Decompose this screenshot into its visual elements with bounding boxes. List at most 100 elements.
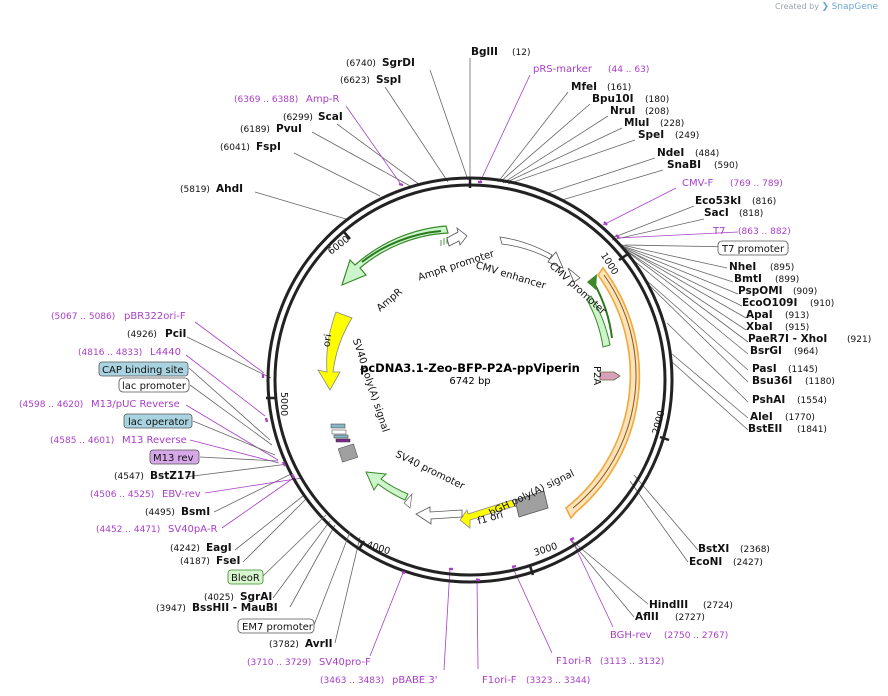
enzyme-mlui: MluI [624,117,649,129]
primer-l4440-pos: (4816 .. 4833) [78,348,142,358]
primer-ebv-rev-pos: (4506 .. 4525) [90,490,154,500]
primer-f1ori-r: F1ori-R [556,656,592,667]
enzyme-eco53ki: Eco53kI [695,195,741,207]
primer-t7: T7 [712,226,725,237]
bleor-box: BleoR [231,573,260,584]
plasmid-size: 6742 bp [449,376,490,387]
primer-sv40pa-r: SV40pA-R [168,524,217,535]
sv40-promoter-outline-arrow [415,506,463,525]
primer-f1ori-r-pos: (3113 .. 3132) [600,657,664,667]
primer-cmv-f: CMV-F [682,178,713,189]
ampr-promoter-arrow [446,226,468,247]
ppviperin-arrow [564,266,641,520]
enzyme-xbai: XbaI [746,321,773,333]
sv40-polya-label: SV40 poly(A) signal [350,337,391,433]
sv40-promoter-label: SV40 promoter [393,449,466,492]
primer-m13-puc-reverse-pos: (4598 .. 4620) [19,400,83,410]
bleor-small-box [337,443,359,463]
enzyme-nhei-pos: (895) [770,263,794,273]
lac-operator-box: lac operator [128,417,189,428]
enzyme-pvui: PvuI [276,123,302,135]
primer-sv40pa-r-pos: (4452 .. 4471) [96,525,160,535]
enzyme-ecoo109i: EcoO109I [742,297,797,309]
enzyme-bsmi: BsmI [181,506,210,518]
primer-pbabe3: pBABE 3' [392,675,438,686]
snapgene-brand: SnapGene [831,2,878,12]
enzyme-eagi: EagI [206,542,232,554]
enzyme-bstz17i: BstZ17I [150,470,195,482]
primer-ebv-rev: EBV-rev [162,489,201,500]
primer-bgh-rev-pos: (2750 .. 2767) [664,631,728,641]
enzyme-bmti: BmtI [734,273,762,285]
enzyme-fspi-pos: (6041) [220,143,250,153]
cap-site-mark [330,423,346,429]
enzyme-pshai: PshAI [752,394,785,406]
enzyme-nhei: NheI [729,261,756,273]
enzyme-sgrai: SgrAI [240,591,272,603]
m13-rev-box: M13 rev [153,453,194,464]
enzyme-bstz17i-pos: (4547) [114,472,144,482]
enzyme-bsshii-pos: (3947) [156,604,186,614]
primer-sv40pro-f-pos: (3710 .. 3729) [247,658,311,668]
em7-promoter-box: EM7 promoter [242,622,314,633]
enzyme-pasi-pos: (1145) [788,365,818,375]
enzyme-pspomi-pos: (909) [793,287,817,297]
enzyme-hindiii-pos: (2724) [703,601,733,611]
snapgene-watermark: Created by ❯ SnapGene [775,2,878,12]
primer-prs-marker: pRS-marker [533,64,593,75]
enzyme-hindiii: HindIII [649,599,688,611]
enzyme-aflii: AflII [635,611,659,623]
enzyme-ecoo109i-pos: (910) [810,299,834,309]
enzyme-scai-pos: (6299) [283,113,313,123]
lac-promoter-box: lac promoter [122,381,187,392]
enzyme-pasi: PasI [752,363,777,375]
primer-f1ori-f: F1ori-F [482,675,517,686]
enzyme-pcii: PciI [165,328,186,340]
cmv-promoter-arrow [567,267,581,283]
enzyme-apai: ApaI [746,309,773,321]
primer-bgh-rev: BGH-rev [610,630,652,641]
enzyme-bpu10i: Bpu10I [592,93,634,105]
enzyme-bsrgi-pos: (964) [794,347,818,357]
enzyme-econi: EcoNI [689,556,722,568]
enzyme-apai-pos: (913) [785,311,809,321]
feature-labels: CMV enhancer CMV promoter AmpR promoter … [322,248,609,527]
enzyme-ahdi-pos: (5819) [180,185,210,195]
primer-t7-pos: (863 .. 882) [738,227,791,237]
enzyme-ndei: NdeI [657,147,684,159]
primer-pbr322ori-f-pos: (5067 .. 5086) [51,312,115,322]
ori-label: ori [322,333,335,347]
enzyme-saci-pos: (818) [739,209,763,219]
cmv-promoter-label: CMV promoter [547,261,609,318]
enzyme-paer7i-xhoi: PaeR7I - XhoI [748,333,827,345]
enzyme-bstxi-pos: (2368) [740,545,770,555]
tick-labels: 1000 2000 3000 4000 5000 6000 [278,234,667,559]
enzyme-ahdi: AhdI [216,183,243,195]
created-by-label: Created by [774,2,819,11]
sv40-promoter-arrow [365,471,409,501]
primer-amp-r: Amp-R [306,94,340,105]
primer-prs-marker-pos: (44 .. 63) [608,65,649,75]
primer-leader-lines [185,74,739,671]
bgh-box [514,490,549,518]
enzyme-bsteii-pos: (1841) [797,425,827,435]
features [317,225,641,529]
enzyme-pshai-pos: (1554) [797,396,827,406]
boxed-labels: T7 promoter CAP binding site lac promote… [98,240,790,634]
primer-cmv-f-pos: (769 .. 789) [730,179,783,189]
snapgene-logo-icon: ❯ [821,2,830,12]
plasmid-name: pcDNA3.1-Zeo-BFP-P2A-ppViperin [360,361,580,375]
enzyme-sgrdi: SgrDI [382,57,415,69]
p2a-label: P2A [591,366,602,385]
enzyme-spei-pos: (249) [675,131,699,141]
f1-ori-arrow [459,499,516,529]
enzyme-fsei-pos: (4187) [180,557,210,567]
enzyme-labels: BglII (12) (6740) SgrDI (6623) SspI (629… [114,46,871,650]
enzyme-fspi: FspI [256,141,281,153]
lac-promoter-mark [331,429,347,435]
primer-amp-r-pos: (6369 .. 6388) [234,95,298,105]
enzyme-sgrdi-pos: (6740) [346,59,376,69]
p2a-arrow [599,371,621,381]
enzyme-nrui: NruI [610,105,635,117]
